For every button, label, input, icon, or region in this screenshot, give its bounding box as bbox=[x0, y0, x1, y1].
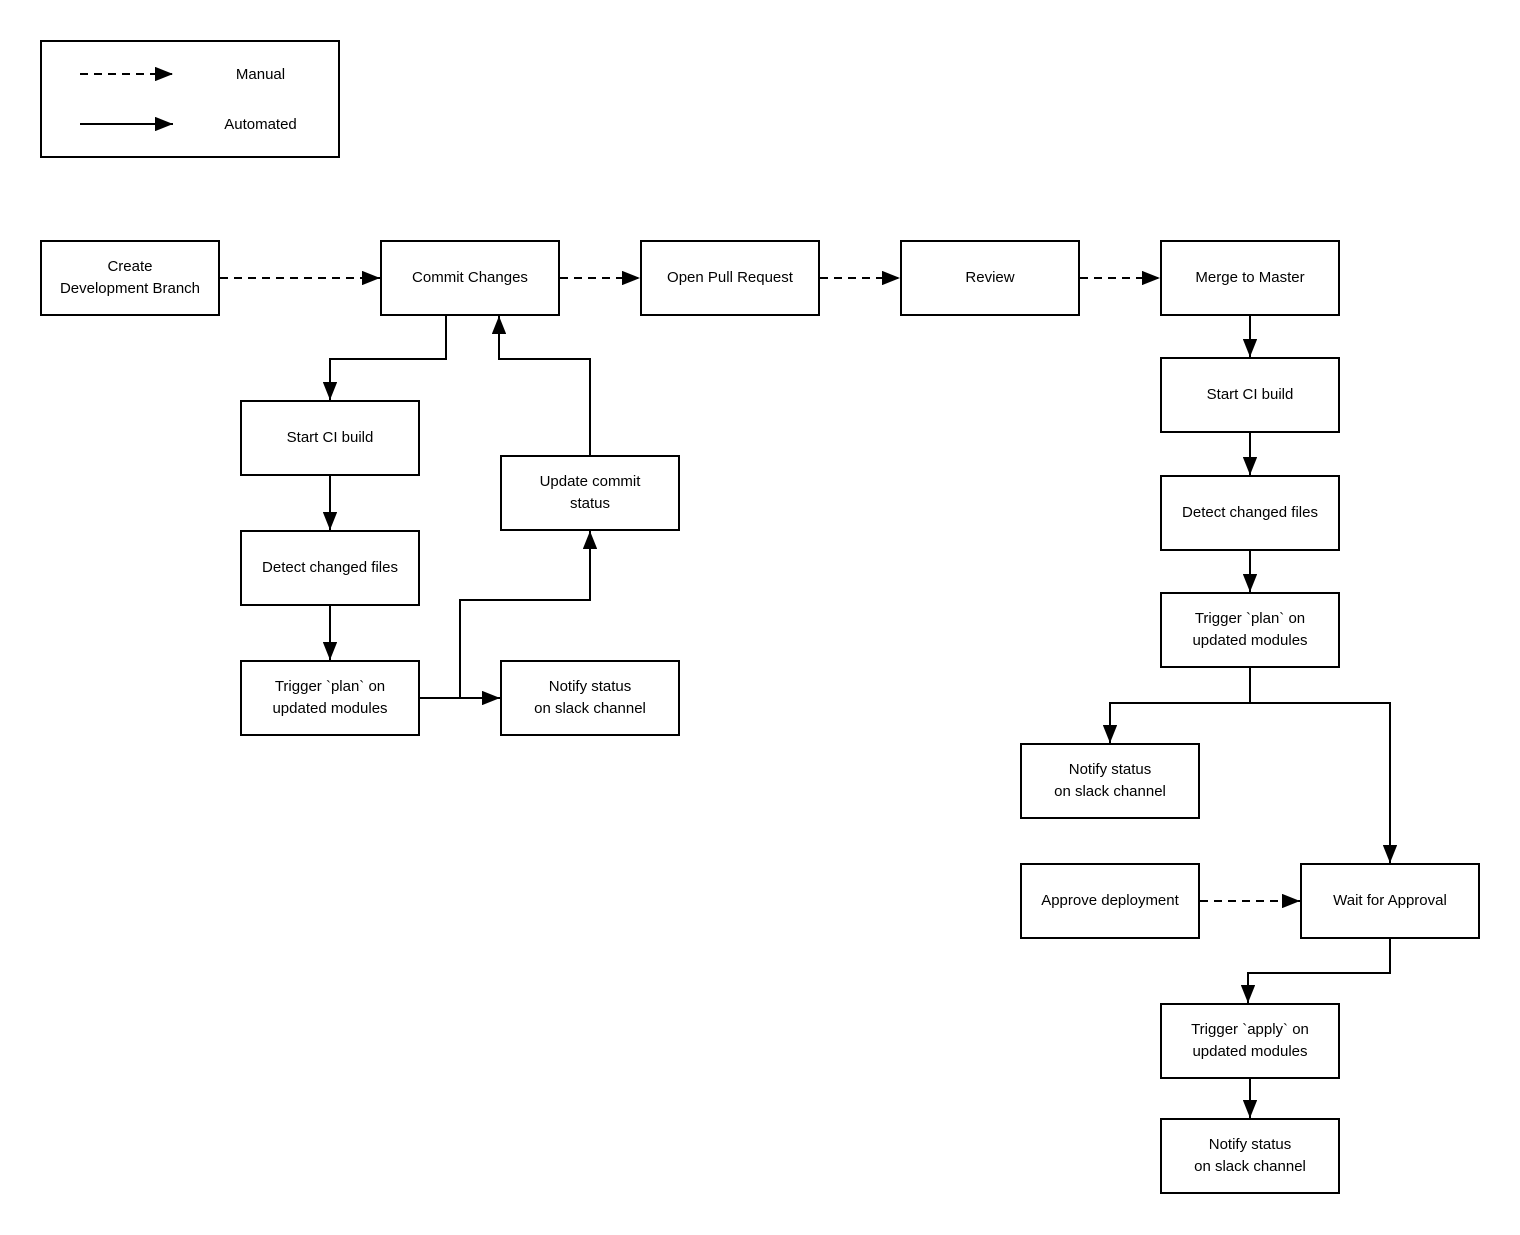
node-notify-status-right: Notify status on slack channel bbox=[1020, 743, 1200, 819]
node-start-ci-build-left: Start CI build bbox=[240, 400, 420, 476]
node-create-development-branch: Create Development Branch bbox=[40, 240, 220, 316]
edge-trigger-plan-left-to-update-commit-status bbox=[459, 531, 598, 698]
edge-wait-for-approval-to-trigger-apply bbox=[1240, 939, 1391, 1003]
edge-trigger-plan-right-to-wait-for-approval bbox=[1250, 702, 1398, 863]
dashed-arrow-icon bbox=[80, 66, 173, 82]
node-trigger-plan-left: Trigger `plan` on updated modules bbox=[240, 660, 420, 736]
node-notify-status-bottom: Notify status on slack channel bbox=[1160, 1118, 1340, 1194]
node-trigger-apply: Trigger `apply` on updated modules bbox=[1160, 1003, 1340, 1079]
node-open-pull-request: Open Pull Request bbox=[640, 240, 820, 316]
legend-row-manual: Manual bbox=[42, 54, 338, 94]
node-review: Review bbox=[900, 240, 1080, 316]
solid-arrow-icon bbox=[80, 116, 173, 132]
edge-update-commit-status-to-commit-changes bbox=[491, 316, 591, 455]
node-start-ci-build-right: Start CI build bbox=[1160, 357, 1340, 433]
node-wait-for-approval: Wait for Approval bbox=[1300, 863, 1480, 939]
node-trigger-plan-right: Trigger `plan` on updated modules bbox=[1160, 592, 1340, 668]
node-notify-status-left: Notify status on slack channel bbox=[500, 660, 680, 736]
node-commit-changes: Commit Changes bbox=[380, 240, 560, 316]
legend: Manual Automated bbox=[40, 40, 340, 158]
node-detect-changed-files-right: Detect changed files bbox=[1160, 475, 1340, 551]
edge-commit-changes-to-start-ci-build-left bbox=[322, 316, 447, 400]
legend-row-automated: Automated bbox=[42, 104, 338, 144]
edge-trigger-plan-right-to-notify-status-right bbox=[1102, 668, 1251, 743]
node-merge-to-master: Merge to Master bbox=[1160, 240, 1340, 316]
legend-manual-label: Manual bbox=[235, 65, 286, 83]
node-update-commit-status: Update commit status bbox=[500, 455, 680, 531]
legend-automated-label: Automated bbox=[224, 115, 297, 133]
node-approve-deployment: Approve deployment bbox=[1020, 863, 1200, 939]
node-detect-changed-files-left: Detect changed files bbox=[240, 530, 420, 606]
